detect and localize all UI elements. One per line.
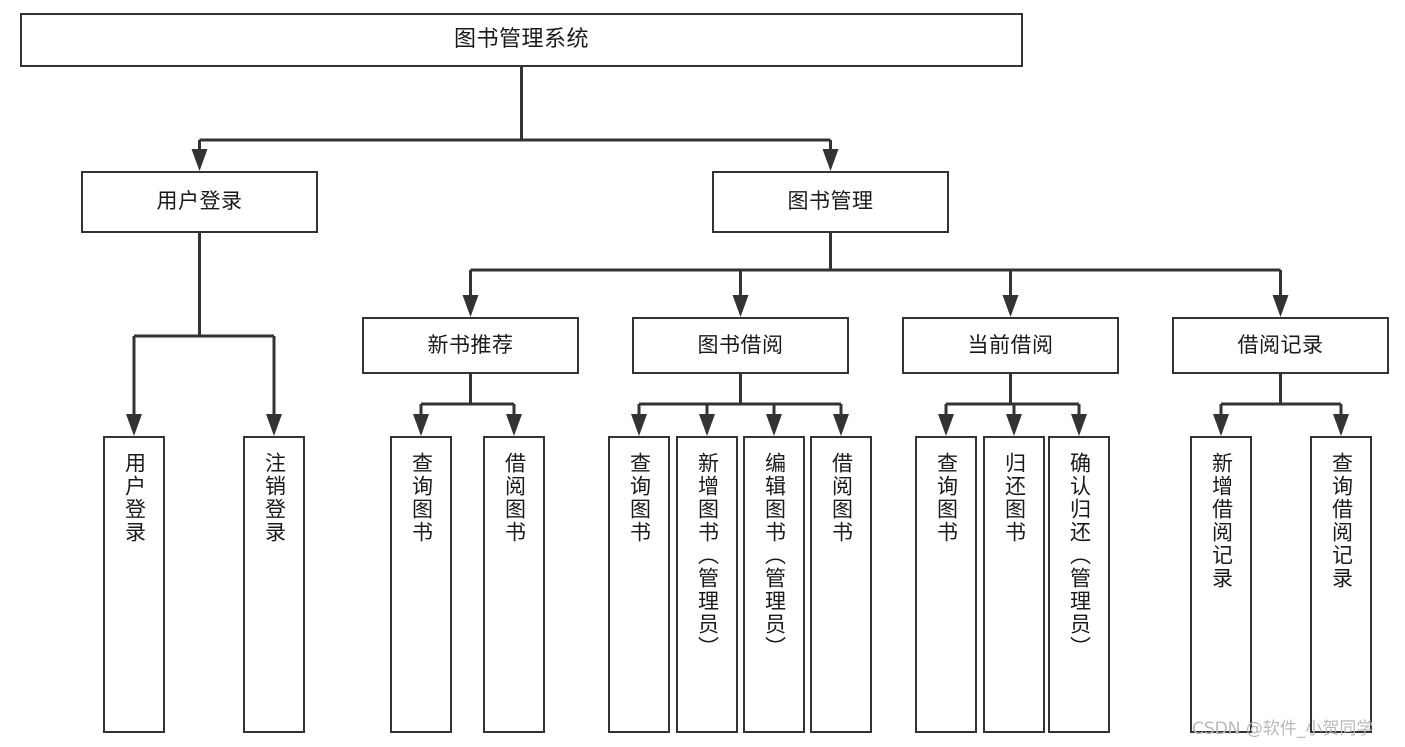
node-leaf-user-login[interactable]: 用户登录 bbox=[103, 436, 165, 733]
connector-arrowhead bbox=[938, 414, 954, 436]
node-book-manage[interactable]: 图书管理 bbox=[712, 171, 949, 233]
node-label: 归还图书 bbox=[1002, 452, 1027, 544]
connector-arrowhead bbox=[1213, 414, 1229, 436]
connector-arrowhead bbox=[1006, 414, 1022, 436]
node-leaf-query-borrow-record[interactable]: 查询借阅记录 bbox=[1310, 436, 1372, 733]
node-label: 新书推荐 bbox=[427, 332, 514, 357]
connector-arrowhead bbox=[732, 295, 749, 317]
node-leaf-borrow-book[interactable]: 借阅图书 bbox=[810, 436, 872, 733]
node-root[interactable]: 图书管理系统 bbox=[20, 13, 1023, 67]
connector-arrowhead bbox=[822, 149, 839, 171]
node-user-login[interactable]: 用户登录 bbox=[81, 171, 318, 233]
connector-arrowhead bbox=[266, 414, 282, 436]
node-label: 编辑图书（管理员） bbox=[762, 452, 787, 659]
node-label: 确认归还（管理员） bbox=[1067, 452, 1092, 659]
node-label: 图书管理 bbox=[787, 189, 874, 214]
connector-arrowhead bbox=[631, 414, 647, 436]
node-label: 用户登录 bbox=[156, 189, 243, 214]
node-new-book-recommend[interactable]: 新书推荐 bbox=[362, 317, 579, 374]
node-label: 查询借阅记录 bbox=[1329, 452, 1354, 590]
connector-arrowhead bbox=[126, 414, 142, 436]
node-label: 当前借阅 bbox=[967, 332, 1054, 357]
node-label: 图书管理系统 bbox=[453, 26, 589, 52]
node-leaf-query-book-current[interactable]: 查询图书 bbox=[915, 436, 977, 733]
node-leaf-query-book-recommend[interactable]: 查询图书 bbox=[390, 436, 452, 733]
node-label: 新增借阅记录 bbox=[1209, 452, 1234, 590]
node-label: 借阅记录 bbox=[1237, 332, 1324, 357]
node-label: 图书借阅 bbox=[697, 332, 784, 357]
node-leaf-logout[interactable]: 注销登录 bbox=[243, 436, 305, 733]
node-label: 查询图书 bbox=[934, 452, 959, 544]
node-label: 查询图书 bbox=[409, 452, 434, 544]
node-leaf-add-book[interactable]: 新增图书（管理员） bbox=[676, 436, 738, 733]
node-leaf-edit-book[interactable]: 编辑图书（管理员） bbox=[743, 436, 805, 733]
node-label: 借阅图书 bbox=[829, 452, 854, 544]
node-leaf-add-borrow-record[interactable]: 新增借阅记录 bbox=[1190, 436, 1252, 733]
node-leaf-borrow-book-recommend[interactable]: 借阅图书 bbox=[483, 436, 545, 733]
connector-arrowhead bbox=[1071, 414, 1087, 436]
node-label: 查询图书 bbox=[627, 452, 652, 544]
node-leaf-confirm-return[interactable]: 确认归还（管理员） bbox=[1048, 436, 1110, 733]
node-book-borrow[interactable]: 图书借阅 bbox=[632, 317, 849, 374]
connector-arrowhead bbox=[766, 414, 782, 436]
connector-arrowhead bbox=[833, 414, 849, 436]
node-leaf-return-book[interactable]: 归还图书 bbox=[983, 436, 1045, 733]
node-label: 新增图书（管理员） bbox=[695, 452, 720, 659]
connector-arrowhead bbox=[413, 414, 429, 436]
connector-arrowhead bbox=[1272, 295, 1289, 317]
node-label: 借阅图书 bbox=[502, 452, 527, 544]
node-current-borrow[interactable]: 当前借阅 bbox=[902, 317, 1119, 374]
connector-arrowhead bbox=[1333, 414, 1349, 436]
connector-arrowhead bbox=[462, 295, 479, 317]
node-leaf-query-book-borrow[interactable]: 查询图书 bbox=[608, 436, 670, 733]
connector-arrowhead bbox=[1002, 295, 1019, 317]
connector-arrowhead bbox=[506, 414, 522, 436]
connector-arrowhead bbox=[191, 149, 208, 171]
connector-arrowhead bbox=[699, 414, 715, 436]
node-label: 用户登录 bbox=[122, 452, 147, 544]
node-label: 注销登录 bbox=[262, 452, 287, 544]
node-borrow-record[interactable]: 借阅记录 bbox=[1172, 317, 1389, 374]
